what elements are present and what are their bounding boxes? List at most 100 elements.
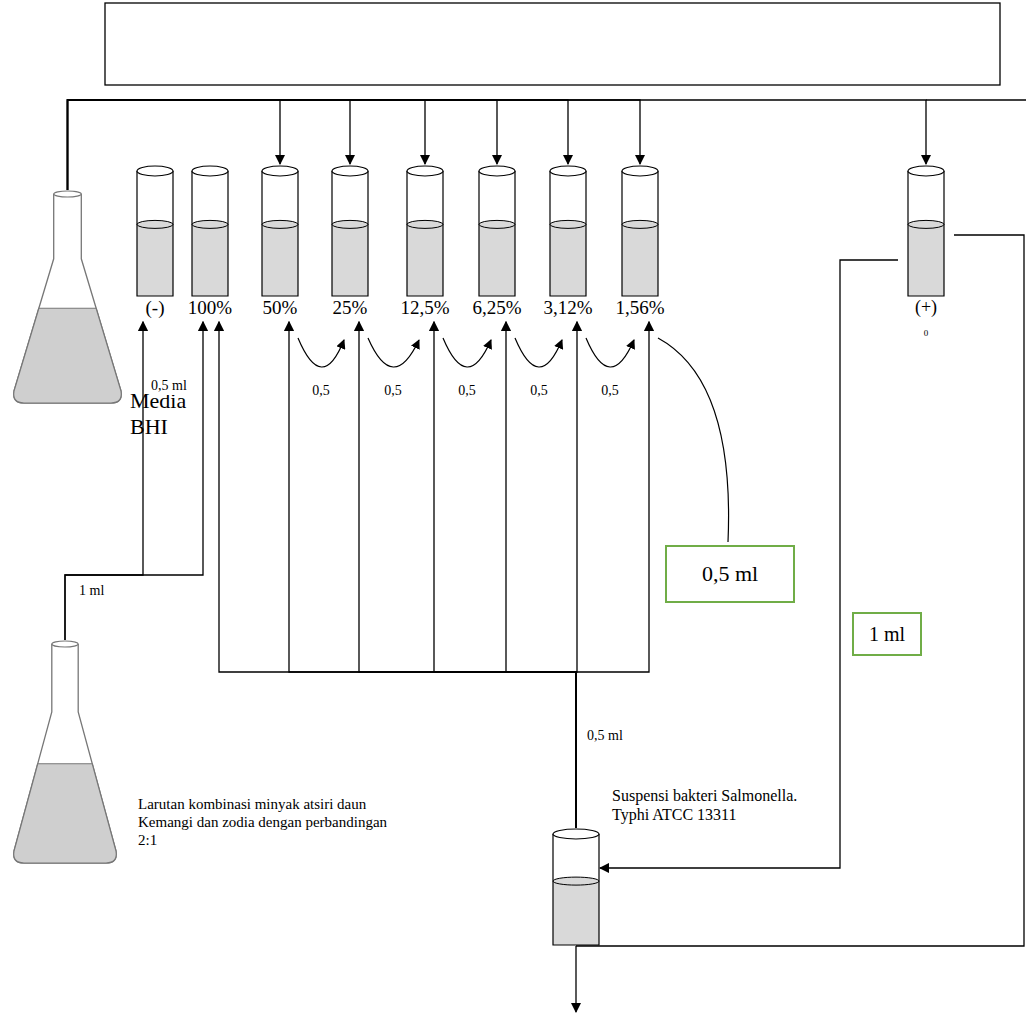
- dilution-arrow: [515, 338, 562, 367]
- tube-liquid: [262, 224, 298, 296]
- empty-frame: [105, 3, 1000, 85]
- tube-mouth: [479, 166, 515, 176]
- tube-mouth: [262, 166, 298, 176]
- tube-shape: [406, 165, 444, 297]
- concentration-label: 12,5%: [400, 297, 449, 320]
- discard-line: [658, 338, 729, 542]
- tube-shape: [478, 165, 516, 297]
- test-tube: 6,25%: [469, 165, 525, 320]
- connector: [359, 322, 576, 828]
- tube-shape: [907, 165, 945, 297]
- tube-mouth: [553, 829, 599, 839]
- connector: [68, 100, 281, 190]
- concentration-label: 25%: [333, 297, 368, 320]
- volume-note: 0,5 ml: [586, 728, 624, 745]
- tube-shape: [621, 165, 659, 297]
- dilution-arrow: [586, 338, 634, 367]
- tube-liquid: [137, 224, 173, 296]
- connector: [600, 260, 898, 868]
- tube-shape: [549, 165, 587, 297]
- test-tube: (+): [898, 165, 954, 319]
- tube-wall: [137, 171, 173, 296]
- dilution-arrow: [368, 338, 419, 367]
- tube-shape: [552, 828, 600, 946]
- connector: [68, 100, 569, 190]
- volume-label: 1 ml: [869, 622, 905, 646]
- liquid-surface: [262, 220, 298, 228]
- outflow-arrow: [575, 946, 576, 1012]
- tube-wall: [622, 171, 658, 296]
- test-tube: (-): [127, 165, 183, 320]
- tube-mouth: [908, 166, 944, 176]
- test-tube: 100%: [182, 165, 238, 320]
- connector: [576, 235, 1024, 946]
- connector: [289, 322, 576, 828]
- tube-liquid: [622, 224, 658, 296]
- concentration-label: 1,56%: [615, 297, 664, 320]
- liquid-surface: [137, 220, 173, 228]
- connector: [68, 100, 927, 190]
- feed-line: [926, 99, 1026, 100]
- tube-wall: [553, 834, 599, 945]
- tube-liquid: [908, 224, 944, 296]
- volume-label: 0,5 ml: [702, 561, 758, 587]
- edge-label: 1 ml: [78, 583, 105, 600]
- volume-note: 0,5: [383, 383, 403, 400]
- edge-label: 0,5 ml: [150, 378, 188, 395]
- liquid-surface: [192, 220, 228, 228]
- connector: [576, 322, 649, 828]
- liquid-surface: [550, 220, 586, 228]
- connector: [68, 100, 641, 190]
- volume-note: 0: [923, 328, 930, 339]
- tube-shape: [261, 165, 299, 297]
- concentration-label: (-): [146, 297, 165, 320]
- tube-mouth: [137, 166, 173, 176]
- liquid-surface: [407, 220, 443, 228]
- tube-liquid: [550, 224, 586, 296]
- volume-note: 0,5: [529, 383, 549, 400]
- flask-mouth: [52, 641, 78, 647]
- dilution-arrow: [298, 338, 344, 367]
- concentration-label: 6,25%: [472, 297, 521, 320]
- test-tube: 25%: [322, 165, 378, 320]
- liquid-surface: [908, 220, 944, 228]
- concentration-label: 50%: [263, 297, 298, 320]
- flask-shape: [10, 640, 120, 865]
- tube-liquid: [553, 881, 599, 945]
- liquid-surface: [622, 220, 658, 228]
- flask-node: Media BHI: [10, 190, 125, 405]
- tube-wall: [550, 171, 586, 296]
- connector: [506, 322, 576, 828]
- flask-outline: [14, 194, 122, 403]
- tube-mouth: [407, 166, 443, 176]
- flask-mouth: [54, 191, 82, 197]
- node-label: Suspensi bakteri Salmonella. Typhi ATCC …: [612, 786, 822, 824]
- concentration-label: 100%: [188, 297, 232, 320]
- tube-shape: [191, 165, 229, 297]
- test-tube: 12,5%: [397, 165, 453, 320]
- tube-liquid: [192, 224, 228, 296]
- test-tube: 50%: [252, 165, 308, 320]
- connector: [219, 322, 576, 828]
- dilution-arrow: [443, 338, 491, 367]
- connector: [68, 100, 426, 190]
- volume-note: 0,5: [457, 383, 477, 400]
- tube-wall: [479, 171, 515, 296]
- tube-liquid: [479, 224, 515, 296]
- connector: [68, 100, 351, 190]
- tube-mouth: [192, 166, 228, 176]
- volume-box: 1 ml: [852, 612, 922, 656]
- liquid-surface: [479, 220, 515, 228]
- tube-mouth: [622, 166, 658, 176]
- tube-wall: [407, 171, 443, 296]
- flask-shape: [10, 190, 125, 405]
- node-label: Larutan kombinasi minyak atsiri daun Kem…: [138, 795, 388, 849]
- tube-liquid: [332, 224, 368, 296]
- tube-wall: [262, 171, 298, 296]
- tube-shape: [331, 165, 369, 297]
- concentration-label: (+): [915, 297, 937, 319]
- tube-wall: [192, 171, 228, 296]
- volume-box: 0,5 ml: [665, 545, 795, 603]
